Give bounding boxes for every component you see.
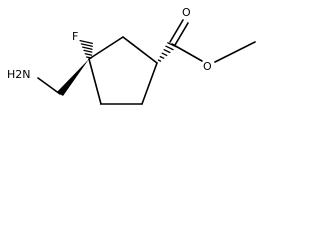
carbonyl-oxygen-label: O [182,6,191,19]
fluorine-label: F [72,30,78,43]
ester-oxygen-label: O [203,60,212,73]
bond-ch2-nh2 [37,77,61,95]
bond-carbonyl-double-a [169,19,184,43]
ring-bond-c1-c2 [88,36,124,60]
ring-bond-c3-c4 [141,62,158,105]
amine-label: H2N [7,68,31,81]
molecule-structure: F H2N O O [7,6,256,105]
bond-ester-oxygen-methyl [214,41,256,63]
bond-carbonyl-ester-oxygen [171,43,203,62]
solid-wedge-aminomethyl [57,59,89,96]
ring-bond-c5-c1 [88,58,102,105]
hashed-wedge-fluorine [79,39,94,59]
bond-carbonyl-double-b [174,22,189,46]
ring-bond-c2-c3 [122,36,158,64]
